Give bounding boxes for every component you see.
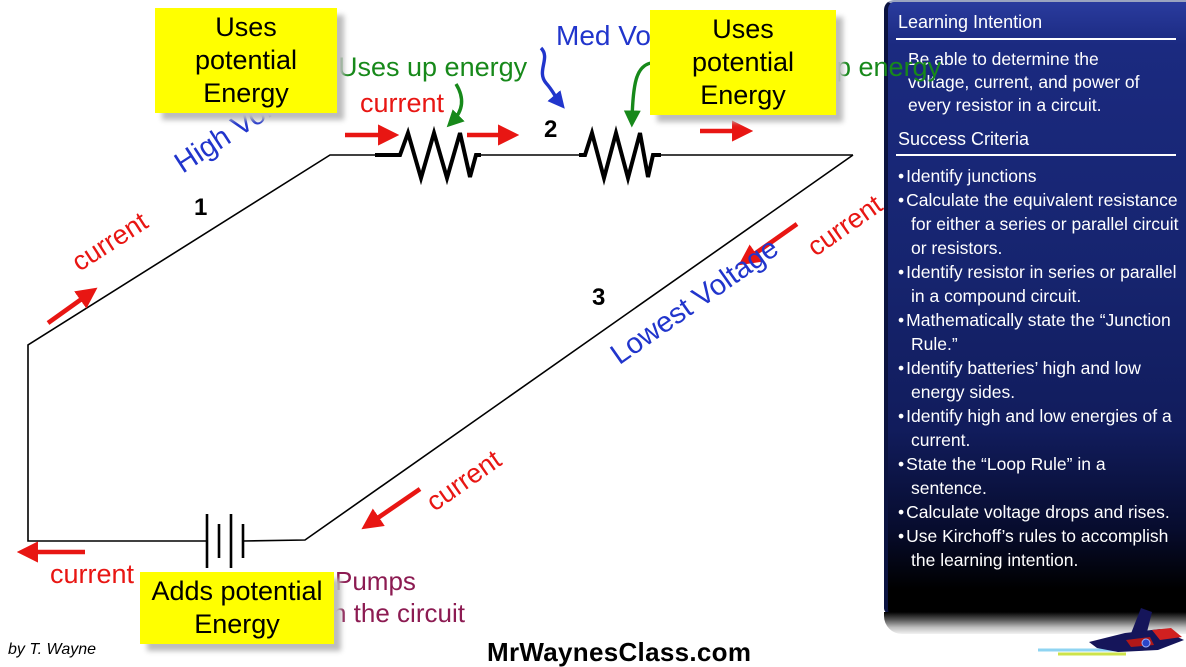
- battery: [205, 514, 245, 568]
- med-voltage-arrow: [539, 46, 565, 109]
- pumps-note-line1: Pumps: [335, 566, 416, 596]
- divider: [896, 154, 1176, 157]
- success-criteria-title: Success Criteria: [898, 128, 1030, 149]
- node-label-3: 3: [592, 284, 606, 311]
- learning-intention-body: Be able to determine the voltage, curren…: [908, 48, 1140, 115]
- current-label-top-1: current: [360, 88, 445, 118]
- learning-panel: Learning Intention Be able to determine …: [884, 0, 1186, 614]
- uses-up-energy-label-2: p energy: [836, 52, 942, 82]
- pumps-note-line2: n the circuit: [332, 598, 465, 628]
- uses-up-energy-label-1: Uses up energy: [338, 52, 528, 82]
- criteria-item: State the “Loop Rule” in a sentence.: [898, 452, 1179, 500]
- uses-energy-arrow-2: [623, 61, 652, 128]
- callout-adds-potential: Adds potential Energy: [140, 572, 334, 644]
- resistor-1: [375, 125, 481, 186]
- current-arrows: [16, 120, 799, 563]
- criteria-item: Mathematically state the “Junction Rule.…: [898, 308, 1179, 356]
- callout-uses-potential-2: Uses potential Energy: [650, 10, 836, 115]
- criteria-item: Calculate voltage drops and rises.: [898, 500, 1179, 524]
- criteria-item: Identify junctions: [898, 164, 1179, 188]
- resistor-2: [579, 125, 661, 186]
- criteria-item: Identify batteries’ high and low energy …: [898, 356, 1179, 404]
- node-label-1: 1: [194, 194, 208, 221]
- uses-energy-arrow-1: [446, 83, 465, 128]
- criteria-item: Use Kirchoff’s rules to accomplish the l…: [898, 524, 1179, 572]
- node-label-2: 2: [544, 116, 558, 143]
- author-credit: by T. Wayne: [8, 641, 97, 658]
- divider: [896, 37, 1176, 40]
- website-label: MrWaynesClass.com: [487, 637, 752, 667]
- criteria-item: Calculate the equivalent resistance for …: [898, 188, 1179, 260]
- criteria-item: Identify high and low energies of a curr…: [898, 404, 1179, 452]
- current-arrow-right-upper: [738, 222, 799, 266]
- criteria-item: Identify resistor in series or parallel …: [898, 260, 1179, 308]
- med-voltage-label: Med Volt: [556, 20, 665, 51]
- current-label-bottom: current: [50, 559, 135, 589]
- circuit-wires: [27, 154, 854, 542]
- current-arrow-left-diagonal: [46, 287, 98, 325]
- jet-logo: [1089, 608, 1184, 652]
- success-criteria-list: Identify junctions Calculate the equival…: [898, 164, 1179, 572]
- current-arrow-right-lower: [361, 487, 422, 530]
- callout-uses-potential-1: Uses potential Energy: [155, 8, 337, 113]
- learning-intention-title: Learning Intention: [898, 12, 1043, 32]
- panel-bottom-shadow: [884, 612, 1186, 634]
